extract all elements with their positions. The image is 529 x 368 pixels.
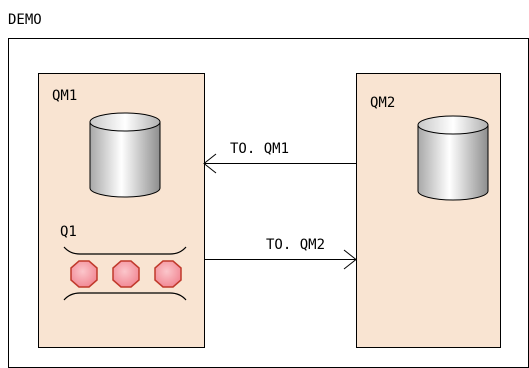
- channel-to-qm1-label: TO. QM1: [230, 141, 289, 157]
- qm2-database-icon: [417, 115, 489, 201]
- cluster-label: DEMO: [8, 12, 42, 28]
- qm1-database-icon: [89, 112, 161, 198]
- channel-to-qm1-arrow: [203, 153, 356, 174]
- qm2-box: [356, 73, 501, 348]
- qm2-label: QM2: [370, 95, 395, 111]
- message-icon: [112, 260, 140, 288]
- queue-manager-qm1: QM1 Q1: [38, 73, 205, 348]
- channel-to-qm2-arrow: [204, 249, 357, 270]
- message-icon: [154, 260, 182, 288]
- queue-label: Q1: [60, 224, 77, 240]
- channel-to-qm2-label: TO. QM2: [266, 237, 325, 253]
- qm1-label: QM1: [52, 88, 77, 104]
- queue-icon: [63, 246, 187, 301]
- message-icon: [70, 260, 98, 288]
- queue-manager-qm2: QM2: [356, 73, 501, 348]
